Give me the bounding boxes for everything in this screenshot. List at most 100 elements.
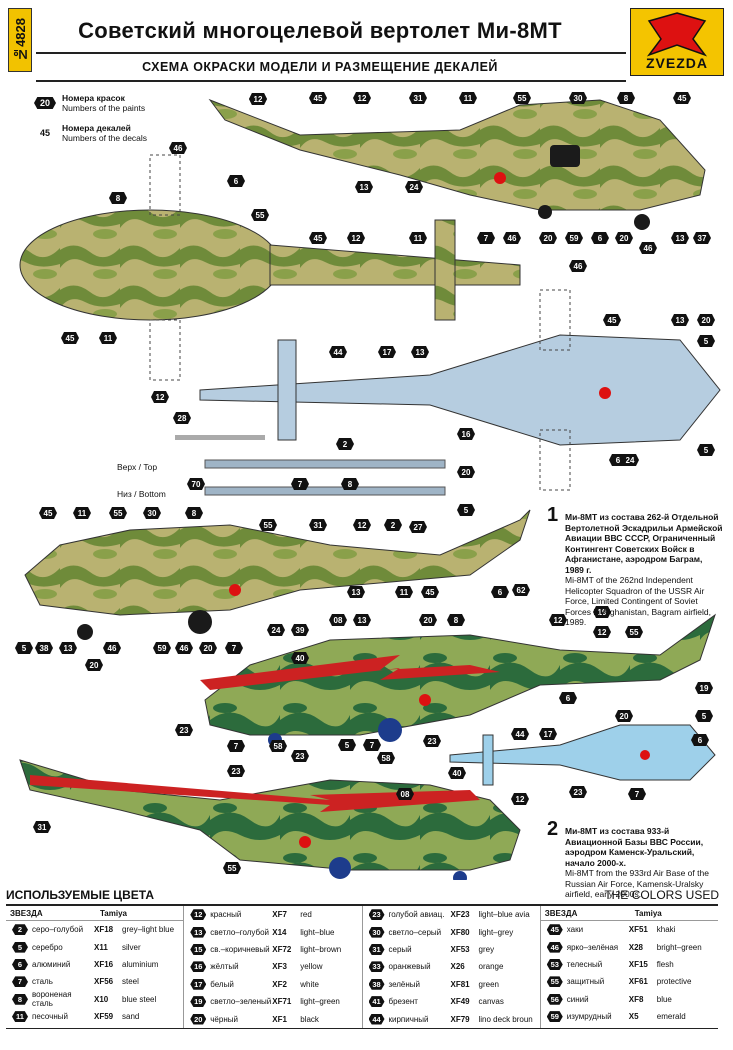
decal-callout: 13 [411,346,429,358]
decal-callout: 8 [109,192,127,204]
callout-label: 58 [382,754,391,763]
color-name-en: khaki [656,925,676,935]
tamiya-code: XF2 [272,979,287,989]
callout-label: 20 [424,616,433,625]
decal-callout: 5 [697,335,715,347]
decal-callout: 5 [695,710,713,722]
decal-callout: 44 [511,728,529,740]
decal-callout: 7 [225,642,243,654]
callout-label: 58 [274,742,283,751]
tamiya-code: XF56 [94,977,114,987]
tamiya-code: X26 [450,962,465,972]
decal-callout: 6 [609,454,627,466]
decal-callout: 2 [384,519,402,531]
color-name-ru: жёлтый [210,962,239,972]
decal-callout: 46 [169,142,187,154]
heli-2-bottom-view [449,724,716,786]
decal-callout: 28 [173,412,191,424]
callout-label: 12 [156,393,165,402]
callout-label: 17 [383,348,392,357]
decal-callout: 45 [603,314,621,326]
tamiya-code: XF16 [94,959,114,969]
tamiya-code: XF23 [450,910,470,920]
tamiya-code: XF80 [450,927,470,937]
color-name-en: grey [478,944,495,954]
callout-label: 5 [345,741,350,750]
color-name-ru: голубой авиац. [388,910,445,920]
decal-callout: 45 [673,92,691,104]
paint-number-badge: 2 [12,924,28,936]
color-name-ru: серо–голубой [32,925,84,935]
decal-callout: 31 [309,519,327,531]
decal-callout: 11 [73,507,91,519]
decal-callout: 20 [615,710,633,722]
callout-label: 13 [358,616,367,625]
callout-label: 13 [64,644,73,653]
brand-tamiya-header: Tamiya [634,908,662,918]
callout-label: 31 [414,94,423,103]
paint-number-badge: 16 [190,961,207,973]
decal-callout: 20 [615,232,633,244]
callout-label: 24 [272,626,281,635]
color-name-ru: ярко–зелёная [566,942,619,952]
color-name-en: light–brown [300,944,342,954]
note-1: 1 Ми-8МТ из состава 262-й Отдельной Верт… [547,505,723,628]
callout-label: 27 [414,523,423,532]
decal-callout: 11 [409,232,427,244]
decal-callout: 40 [448,767,466,779]
color-name-en: orange [478,962,504,972]
decal-callout: 45 [421,586,439,598]
callout-label: 12 [254,95,263,104]
color-name-ru: светло–зеленый [210,997,272,1007]
subtitle-rule [36,80,626,82]
callout-label: 44 [334,348,343,357]
decal-callout: 46 [503,232,521,244]
decal-callout: 55 [625,626,643,638]
color-name-ru: брезент [388,997,418,1007]
paint-number-badge: 45 [546,924,563,936]
decal-callout: 12 [511,793,529,805]
decal-callout: 17 [378,346,396,358]
legend-paint-ru: Номера красок [62,93,125,103]
callout-label: 6 [616,456,621,465]
decal-callout: 7 [291,478,309,490]
callout-label: 12 [516,795,525,804]
logo-text: ZVEZDA [646,55,708,71]
decal-callout: 30 [569,92,587,104]
callout-label: 55 [518,94,527,103]
decal-callout: 27 [409,521,427,533]
decal-callout: 12 [353,92,371,104]
paint-badge: 20 [34,97,56,109]
decal-callout: 13 [355,181,373,193]
paint-number-badge: 12 [190,909,207,921]
callout-label: 7 [298,480,303,489]
tamiya-code: XF79 [450,1014,470,1024]
tamiya-code: XF59 [94,1012,114,1022]
callout-label: 11 [104,334,113,343]
callout-label: 55 [114,509,123,518]
tamiya-code: X5 [628,1012,639,1022]
color-name-ru: св.–коричневый [210,944,270,954]
strip-top-label: Верх / Top [117,462,158,472]
decal-callout: 46 [103,642,121,654]
decal-callout: 40 [291,652,309,664]
paint-number-badge: 5 [12,941,28,953]
color-name-ru: серый [388,944,412,954]
callout-label: 20 [620,234,629,243]
paint-number-badge: 6 [12,958,28,970]
tamiya-code: XF72 [272,944,292,954]
decal-callout: 08 [329,614,347,626]
callout-label: 8 [454,616,459,625]
paint-number-badge: 11 [12,1011,28,1023]
callout-label: 2 [343,440,348,449]
heli-2-side-top [200,613,716,747]
